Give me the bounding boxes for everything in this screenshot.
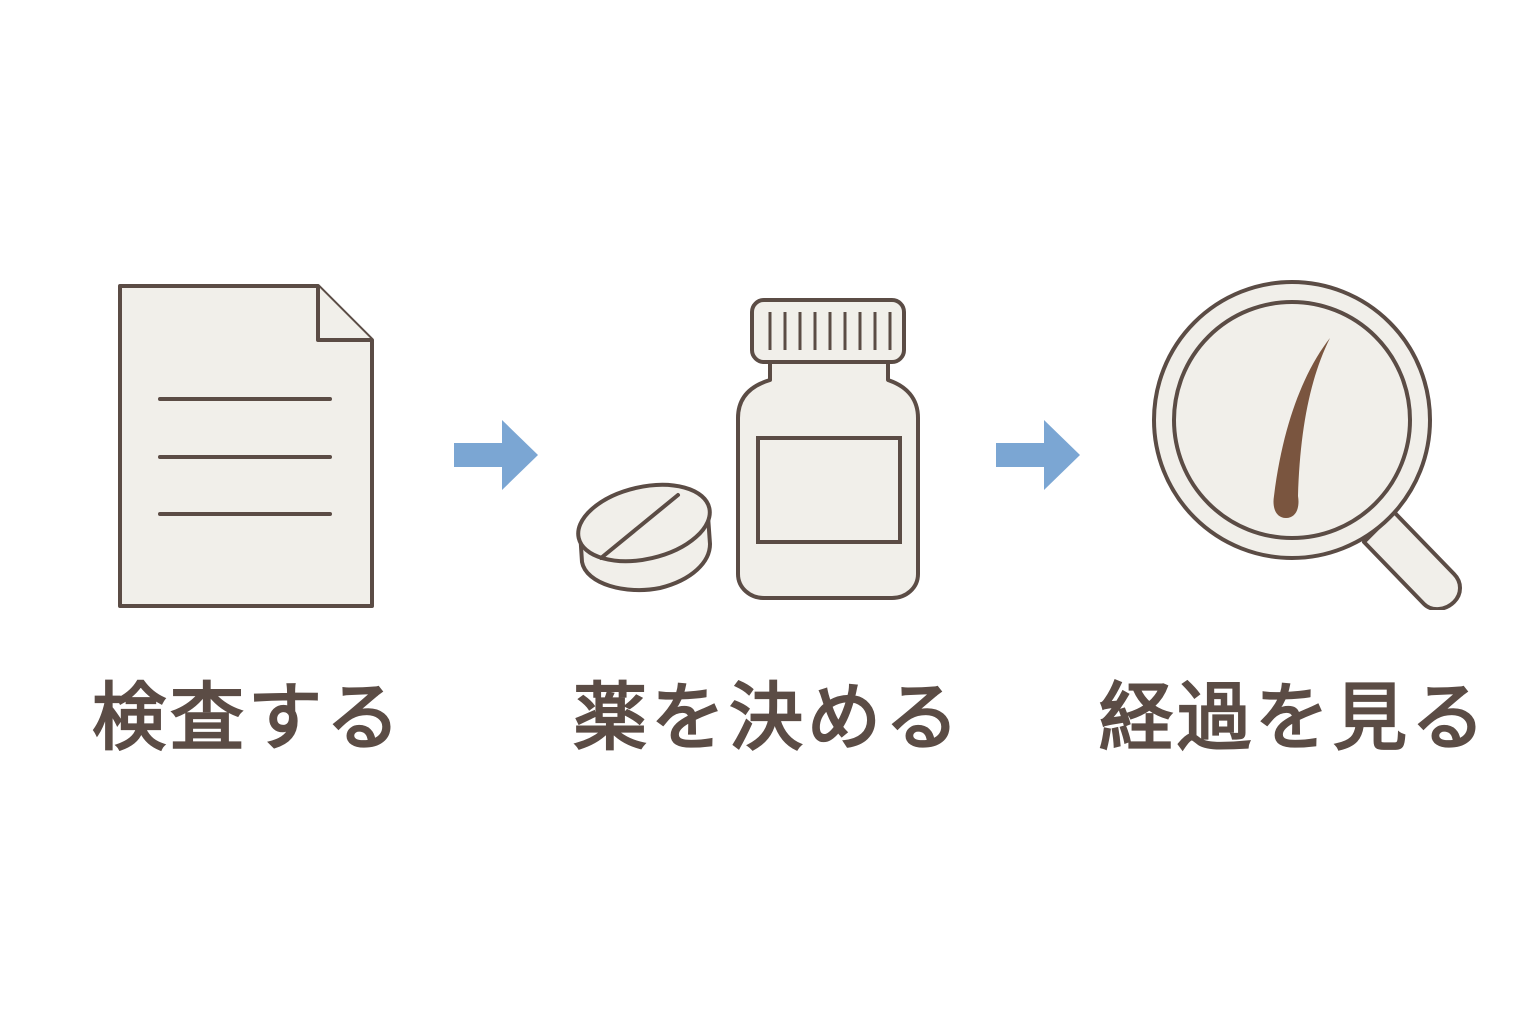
medicine-bottle-icon xyxy=(574,294,926,604)
step-label-examine: 検査する xyxy=(92,675,404,761)
arrow-right-icon xyxy=(452,418,542,492)
step-label-decide-medicine: 薬を決める xyxy=(573,675,963,761)
arrow-right-icon xyxy=(994,418,1084,492)
document-icon xyxy=(116,280,378,612)
step-label-monitor-progress: 経過を見る xyxy=(1099,675,1489,761)
magnifier-hair-icon xyxy=(1148,280,1466,610)
